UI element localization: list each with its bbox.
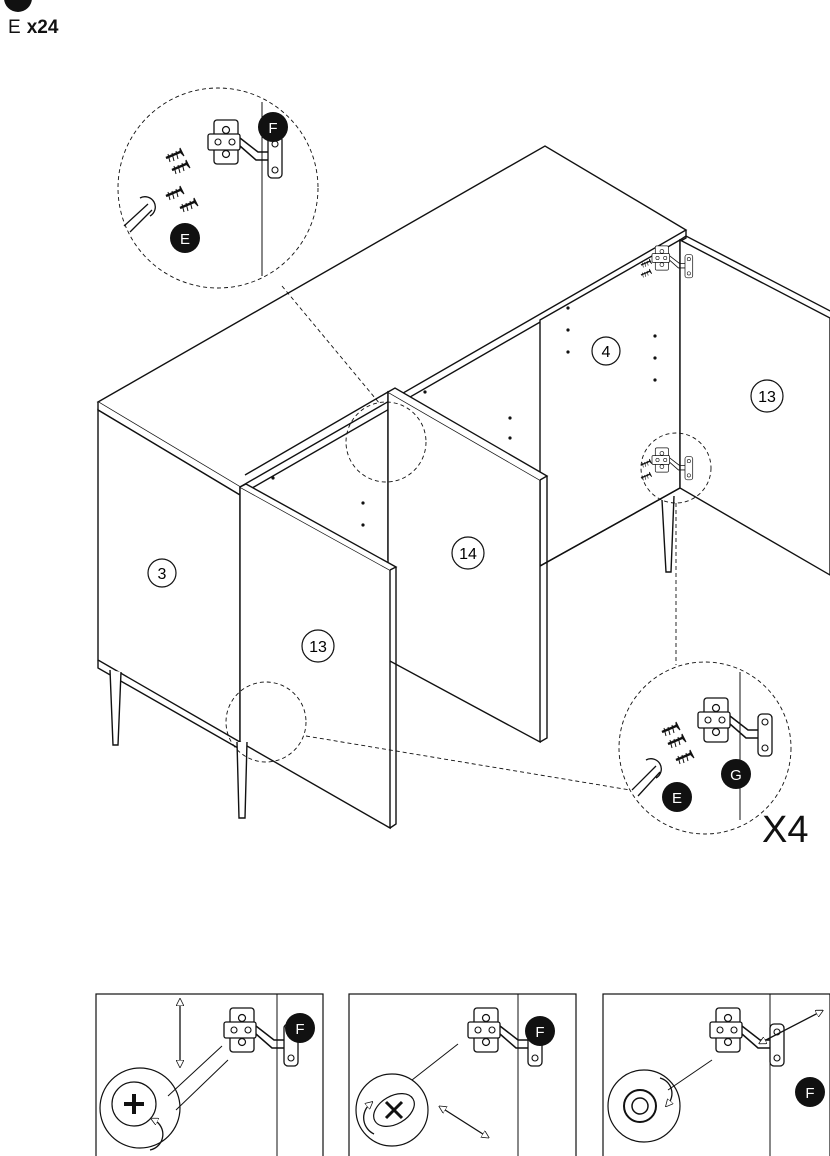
adjust-panel-horizontal: F xyxy=(348,993,577,1156)
svg-text:F: F xyxy=(268,120,277,137)
svg-text:F: F xyxy=(535,1024,544,1041)
svg-text:14: 14 xyxy=(459,546,477,563)
detail-callout-top: F E xyxy=(117,87,319,289)
svg-text:G: G xyxy=(730,767,742,784)
panel-label-3: 3 xyxy=(147,558,177,588)
adjust-badge-1: F xyxy=(285,1013,315,1043)
detail-callout-bottom: G E xyxy=(618,661,792,835)
part-letter: E xyxy=(8,17,21,38)
adjust-badge-2: F xyxy=(525,1016,555,1046)
door-right xyxy=(679,238,830,576)
adjust-panel-depth: F xyxy=(602,993,830,1156)
horizontal-arrow-icon xyxy=(442,1108,486,1136)
diagonal-arrow-icon xyxy=(762,1012,820,1042)
leg xyxy=(236,741,248,819)
svg-text:13: 13 xyxy=(309,639,327,656)
cam-screw-icon xyxy=(384,1100,404,1120)
screwdriver-icon xyxy=(631,758,662,797)
leg xyxy=(661,495,675,573)
callout-guides xyxy=(225,285,712,791)
panel-label-4: 4 xyxy=(591,336,621,366)
part-quantity: x24 xyxy=(26,17,59,38)
panel-label-13-right: 13 xyxy=(750,379,784,413)
multiplier-label: X4 xyxy=(762,809,809,851)
adjust-badge-3: F xyxy=(795,1077,825,1107)
svg-text:13: 13 xyxy=(758,389,776,406)
screwdriver-icon xyxy=(123,196,156,233)
badge-f-top: F xyxy=(258,112,288,142)
panel-label-13-left: 13 xyxy=(301,629,335,663)
svg-text:E: E xyxy=(180,231,190,248)
step-number-badge xyxy=(4,0,32,12)
panel-label-14: 14 xyxy=(451,536,485,570)
hole-dots xyxy=(271,306,657,527)
svg-text:E: E xyxy=(672,790,682,807)
svg-text:4: 4 xyxy=(602,344,611,361)
badge-e-bottom: E xyxy=(662,782,692,812)
badge-e-top: E xyxy=(170,223,200,253)
svg-text:3: 3 xyxy=(158,566,167,583)
svg-text:F: F xyxy=(805,1085,814,1102)
svg-text:F: F xyxy=(295,1021,304,1038)
badge-g: G xyxy=(721,759,751,789)
phillips-screw-icon xyxy=(124,1094,144,1114)
leg xyxy=(109,669,122,746)
adjust-panel-vertical: F xyxy=(95,993,324,1156)
